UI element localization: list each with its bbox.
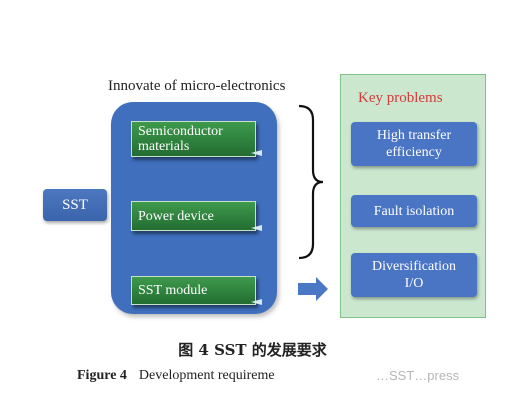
caption-english: Figure 4 Development requireme xyxy=(77,368,275,384)
semiconductor-label-line1: Semiconductor xyxy=(138,124,223,139)
sst-module-label: SST module xyxy=(138,283,208,298)
marker-sst-module xyxy=(251,299,262,305)
diversification-line1: Diversification xyxy=(372,259,456,274)
fault-isolation-box: Fault isolation xyxy=(351,195,477,227)
innovation-title: Innovate of micro-electronics xyxy=(108,78,286,94)
right-arrow xyxy=(298,277,328,301)
power-device-label: Power device xyxy=(138,208,214,224)
marker-power xyxy=(251,225,262,231)
caption-chinese: 图 4 SST 的发展要求 xyxy=(178,341,327,359)
high-transfer-line2: efficiency xyxy=(386,145,442,160)
sst-label: SST xyxy=(62,196,88,213)
high-transfer-line1: High transfer xyxy=(376,128,452,143)
semiconductor-materials-box: Semiconductor materials xyxy=(131,121,256,157)
figure-label: Figure 4 xyxy=(77,368,127,383)
diversification-io-box: Diversification I/O xyxy=(351,253,477,297)
caption-english-text: Development requireme xyxy=(138,368,275,383)
power-device-box: Power device xyxy=(131,201,256,231)
high-transfer-efficiency-box: High transfer efficiency xyxy=(351,122,477,166)
sst-module-box: SST module xyxy=(131,276,256,305)
fault-isolation-label: Fault isolation xyxy=(373,203,455,219)
curly-brace xyxy=(298,104,324,260)
watermark: …SST…press xyxy=(376,368,460,383)
marker-semiconductor xyxy=(251,150,262,156)
diversification-line2: I/O xyxy=(404,276,424,291)
semiconductor-label-line2: materials xyxy=(138,139,190,154)
sst-box: SST xyxy=(43,189,107,221)
key-problems-title: Key problems xyxy=(358,90,443,106)
